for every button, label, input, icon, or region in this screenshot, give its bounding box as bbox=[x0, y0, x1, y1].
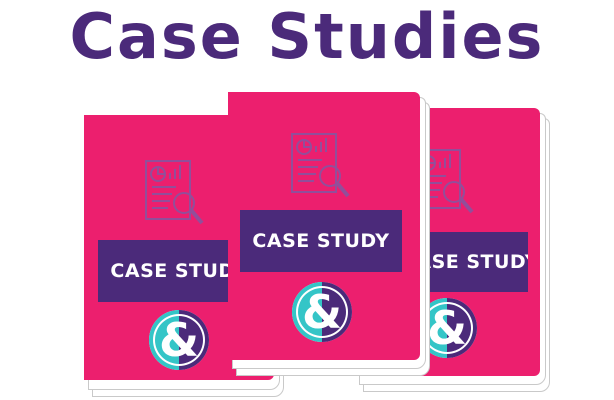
report-magnifier-icon bbox=[145, 160, 204, 225]
report-magnifier-icon bbox=[291, 133, 350, 198]
case-study-label-box: CASE STUDY bbox=[240, 210, 402, 272]
ampersand-logo: & bbox=[292, 282, 352, 342]
case-study-booklet-center: CASE STUDY & bbox=[228, 92, 433, 377]
case-study-label-box: CASE STUDY bbox=[413, 232, 528, 292]
ampersand-glyph: & bbox=[426, 301, 468, 355]
page-title: Case Studies bbox=[69, 0, 545, 73]
ampersand-logo: & bbox=[149, 310, 209, 370]
ampersand-glyph: & bbox=[158, 313, 200, 367]
case-study-label: CASE STUDY bbox=[110, 260, 248, 282]
ampersand-glyph: & bbox=[301, 285, 343, 339]
case-study-label: CASE STUDY bbox=[252, 230, 390, 252]
booklet-cover: CASE STUDY & bbox=[228, 92, 420, 360]
case-study-label: CASE STUDY bbox=[413, 251, 528, 273]
